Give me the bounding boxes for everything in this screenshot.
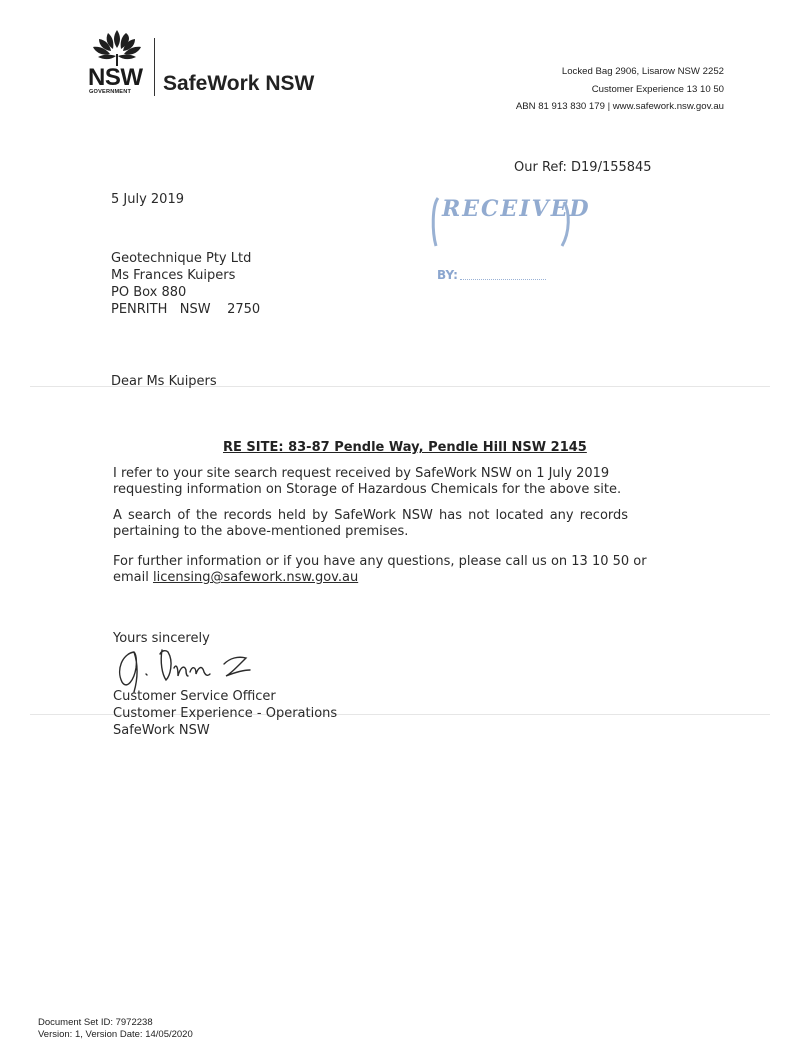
- address-line-2: Customer Experience 13 10 50: [591, 84, 724, 95]
- paragraph-3-line-1: For further information or if you have a…: [113, 554, 647, 569]
- paragraph-1-line-1: I refer to your site search request rece…: [113, 466, 610, 481]
- stamp-by-label: BY:: [437, 268, 458, 282]
- paragraph-2-line-1: A search of the records held by SafeWork…: [113, 508, 629, 523]
- email-prefix: email: [113, 570, 153, 585]
- paragraph-1: I refer to your site search request rece…: [113, 466, 673, 498]
- recipient-address: Geotechnique Pty Ltd Ms Frances Kuipers …: [111, 250, 260, 318]
- paragraph-3-line-2: email licensing@safework.nsw.gov.au: [113, 570, 693, 586]
- address-line-3: ABN 81 913 830 179 | www.safework.nsw.go…: [515, 101, 724, 112]
- nsw-government-logo: NSW GOVERNMENT SafeWork NSW: [86, 28, 336, 100]
- paragraph-3: For further information or if you have a…: [113, 554, 693, 586]
- scan-artifact-line: [30, 386, 770, 387]
- signatory-division: Customer Experience - Operations: [113, 706, 338, 721]
- scan-artifact-line: [30, 714, 770, 715]
- signatory-organisation: SafeWork NSW: [113, 723, 210, 738]
- our-reference: Our Ref: D19/155845: [514, 160, 652, 175]
- recipient-name: Ms Frances Kuipers: [111, 268, 236, 283]
- version-info: Version: 1, Version Date: 14/05/2020: [38, 1029, 193, 1040]
- received-stamp: RECEIVED: [428, 192, 589, 252]
- paragraph-2-line-2: pertaining to the above-mentioned premis…: [113, 524, 409, 539]
- signatory-title: Customer Service Officer: [113, 689, 276, 704]
- recipient-suburb: PENRITH NSW 2750: [111, 302, 261, 317]
- stamp-bracket-icon: [431, 197, 570, 247]
- document-set-id: Document Set ID: 7972238: [38, 1017, 153, 1028]
- recipient-company: Geotechnique Pty Ltd: [111, 251, 252, 266]
- email-link[interactable]: licensing@safework.nsw.gov.au: [152, 570, 359, 585]
- government-wordmark: GOVERNMENT: [89, 89, 132, 95]
- nsw-wordmark: NSW: [88, 64, 143, 91]
- stamp-by-dots: [459, 279, 546, 280]
- safework-brand: SafeWork NSW: [163, 72, 315, 95]
- stamp-by: BY:: [437, 268, 546, 282]
- stamp-received-text: RECEIVED: [442, 196, 591, 222]
- handwritten-signature: [118, 649, 251, 693]
- salutation: Dear Ms Kuipers: [111, 374, 217, 389]
- closing: Yours sincerely: [113, 631, 210, 646]
- paragraph-2: A search of the records held by SafeWork…: [113, 508, 678, 540]
- letter-date: 5 July 2019: [111, 192, 184, 207]
- waratah-icon: [93, 30, 141, 66]
- address-line-1: Locked Bag 2906, Lisarow NSW 2252: [561, 66, 724, 77]
- paragraph-1-line-2: requesting information on Storage of Haz…: [113, 482, 622, 497]
- subject-heading: RE SITE: 83-87 Pendle Way, Pendle Hill N…: [223, 440, 587, 455]
- recipient-po-box: PO Box 880: [111, 285, 187, 300]
- signatory-block: Customer Service Officer Customer Experi…: [113, 688, 337, 739]
- logo-divider: [154, 38, 156, 96]
